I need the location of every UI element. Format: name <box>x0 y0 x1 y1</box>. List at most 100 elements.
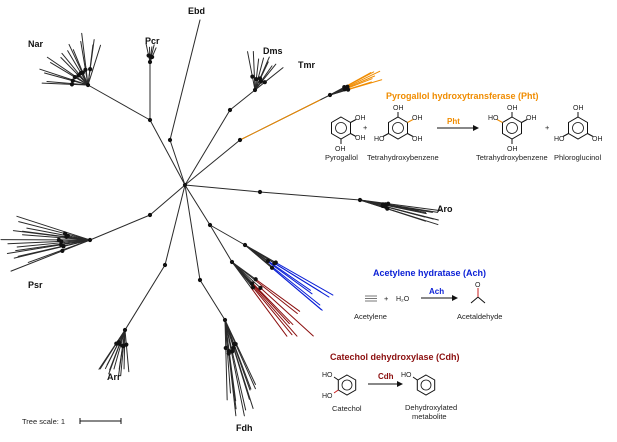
node-dms <box>254 77 259 82</box>
stem-psr <box>149 184 186 216</box>
node-arr <box>114 341 119 346</box>
leaf-ach <box>273 262 330 298</box>
leaf-dms <box>252 50 255 78</box>
branch-nar <box>84 69 89 86</box>
node-fdh <box>223 345 228 351</box>
node-aro <box>380 203 385 209</box>
leaf-aro <box>387 203 441 212</box>
ach-plus: + <box>384 294 389 303</box>
pht-product2-caption: Phloroglucinol <box>554 153 601 162</box>
leaf-nar <box>50 62 76 78</box>
leaf-dms <box>264 67 284 83</box>
tetrahydroxybenzene-product-structure: OH OH HO OH <box>488 105 537 153</box>
leaf-fdh <box>234 350 254 409</box>
clade-label-fdh: Fdh <box>236 423 253 433</box>
dehydroxylated-metabolite-structure: HO <box>401 372 436 396</box>
leaf-aro <box>382 204 427 215</box>
leaf-arr <box>98 343 117 370</box>
leaf-cdh <box>252 286 293 336</box>
node-ebd <box>167 137 173 143</box>
leaf-psr <box>22 234 67 239</box>
leaf-psr <box>16 215 65 233</box>
leaf-nar <box>44 72 74 82</box>
svg-text:OH: OH <box>507 105 518 112</box>
leaf-arr <box>118 345 124 376</box>
stem-nar-pcr <box>149 119 186 186</box>
stem-fdh <box>184 184 201 281</box>
pht-plus-2: + <box>545 123 550 132</box>
leaf-fdh <box>233 344 251 391</box>
leaf-nar <box>91 44 102 72</box>
node-ach <box>207 222 213 228</box>
leaf-cdh <box>254 287 298 337</box>
tree-scale-label: Tree scale: 1 <box>22 417 65 426</box>
node-nar <box>83 67 88 72</box>
node-pht <box>342 87 347 92</box>
pyrogallol-structure: OH OH OH <box>331 115 366 153</box>
stem-aro <box>184 184 261 193</box>
branch-cdh <box>231 261 252 289</box>
clade-label-arr: Arr <box>107 372 121 382</box>
cdh-enzyme-label: Cdh <box>378 372 394 381</box>
node-dms <box>262 80 267 85</box>
node-cdh <box>229 259 235 265</box>
leaf-cdh <box>255 278 301 312</box>
node-arr <box>120 343 125 349</box>
node-arr <box>162 262 168 268</box>
node-nar-pcr <box>147 117 153 123</box>
ach-reaction-panel: Acetylene hydratase (Ach) + H₂O Ach O Ac… <box>354 268 502 321</box>
node-psr <box>62 231 68 236</box>
leaf-pht <box>239 99 321 141</box>
leaf-dms <box>257 57 265 80</box>
pht-substrate2-caption: Tetrahydroxybenzene <box>367 153 439 162</box>
leaf-psr <box>12 230 64 238</box>
leaf-dms <box>261 63 277 82</box>
leaf-pht <box>344 71 375 88</box>
node-pht <box>345 87 351 92</box>
leaf-dms <box>247 51 253 78</box>
leaf-arr <box>108 344 120 375</box>
leaf-nar <box>89 39 95 70</box>
leaf-psr <box>10 250 63 272</box>
node-cdh <box>253 277 258 282</box>
leaf-nar <box>80 40 86 71</box>
leaf-fdh <box>231 350 247 411</box>
node-arr <box>122 327 128 333</box>
svg-text:OH: OH <box>355 135 366 142</box>
node-fdh <box>197 277 203 283</box>
leaf-fdh <box>233 343 252 390</box>
node-fdh <box>222 317 228 323</box>
svg-text:HO: HO <box>374 136 385 143</box>
stem-arr <box>124 264 166 331</box>
node-pcr <box>150 54 155 60</box>
node-psr <box>65 233 70 238</box>
node-psr <box>87 237 93 243</box>
leaf-aro <box>386 208 439 226</box>
leaf-nar <box>68 43 82 72</box>
leaf-psr <box>16 241 66 248</box>
branch-fdh <box>224 319 227 349</box>
clade-label-aro: Aro <box>437 204 453 214</box>
clade-label-psr: Psr <box>28 280 43 290</box>
node-aro <box>357 197 363 203</box>
node-aro <box>385 206 390 211</box>
cdh-product-caption-line1: Dehydroxylated <box>405 403 457 412</box>
stem-ach <box>184 184 211 226</box>
branch-nar <box>87 70 93 86</box>
svg-text:OH: OH <box>335 146 346 153</box>
node-pht <box>327 92 333 98</box>
acetylene-structure <box>365 295 377 302</box>
stem-psr <box>89 214 151 241</box>
svg-text:OH: OH <box>412 115 423 122</box>
cdh-product-caption-line2: metabolite <box>412 412 447 421</box>
leaf-nar <box>61 52 80 75</box>
node-ach <box>242 242 248 248</box>
node-root <box>182 182 188 188</box>
tetrahydroxybenzene-substrate-structure: OH OH HO OH <box>374 105 423 143</box>
leaf-arr <box>113 343 122 370</box>
leaf-dms <box>260 65 273 83</box>
cdh-substrate-caption: Catechol <box>332 404 362 413</box>
ach-water: H₂O <box>396 296 410 303</box>
ach-substrate-caption: Acetylene <box>354 312 387 321</box>
stem-nar <box>87 84 151 121</box>
